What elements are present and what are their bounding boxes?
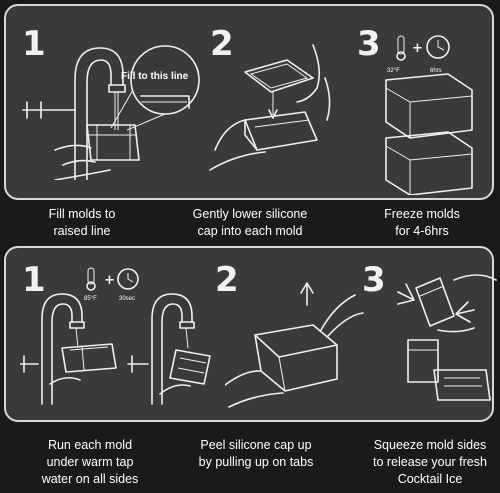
thermometer-icon [396, 35, 406, 61]
clock-icon [117, 268, 139, 290]
hand-icon [209, 44, 331, 171]
warm-water-illustration: + [20, 264, 220, 414]
lower-cap-illustration [205, 30, 345, 180]
caption-line: Freeze molds [384, 207, 460, 221]
top-step-3-caption: Freeze molds for 4-6hrs [372, 206, 472, 240]
thermometer-icon [86, 267, 96, 291]
caption-line: Fill molds to [48, 207, 116, 221]
caption-line: cap into each mold [197, 224, 303, 238]
bottom-instructions-panel [4, 246, 494, 422]
ice-mold-icon [61, 343, 211, 385]
clock-icon [426, 35, 450, 59]
hand-icon [54, 144, 111, 180]
ice-mold-icon [244, 59, 318, 151]
bottom-step-2-caption: Peel silicone cap up by pulling up on ta… [186, 437, 326, 471]
bottom-step-1-number: 1 [22, 260, 46, 300]
faucet-icon [41, 293, 195, 405]
faucet-icon [22, 47, 126, 180]
freeze-illustration: + [368, 30, 488, 195]
arrow-up-icon [300, 282, 314, 306]
bottom-step-3-caption: Squeeze mold sides to release your fresh… [360, 437, 500, 488]
bottom-temp-label: 85°F [84, 296, 97, 302]
caption-line: Gently lower silicone [192, 207, 308, 221]
caption-line: by pulling up on tabs [198, 455, 314, 469]
top-temp-label: 32°F [387, 68, 400, 74]
bottom-step-1-caption: Run each mold under warm tap water on al… [40, 437, 140, 488]
caption-line: for 4-6hrs [395, 224, 449, 238]
top-time-label: 6hrs [430, 68, 442, 74]
top-step-1-number: 1 [22, 24, 46, 64]
svg-text:+: + [104, 273, 115, 288]
ice-mold-icon [254, 324, 338, 392]
top-step-2-number: 2 [210, 24, 234, 64]
caption-line: to release your fresh [373, 455, 487, 469]
top-step-2-caption: Gently lower silicone cap into each mold [180, 206, 320, 240]
bottom-step-2-number: 2 [215, 260, 239, 300]
caption-line: Squeeze mold sides [373, 438, 487, 452]
ice-mold-icon [407, 277, 491, 401]
ice-mold-icon [385, 73, 473, 195]
peel-cap-illustration [225, 275, 365, 415]
fill-line-callout: Fill to this line [121, 71, 189, 82]
faucet-fill-illustration [15, 30, 200, 180]
caption-line: raised line [53, 224, 111, 238]
bottom-step-3-number: 3 [362, 260, 386, 300]
caption-line: Peel silicone cap up [200, 438, 312, 452]
top-step-3-number: 3 [357, 24, 381, 64]
caption-line: Run each mold [47, 438, 133, 452]
caption-line: under warm tap [46, 455, 134, 469]
bottom-time-label: 30sec [119, 296, 136, 302]
svg-text:+: + [412, 41, 423, 56]
hand-icon [225, 294, 364, 408]
ice-mold-icon [86, 124, 140, 161]
squeeze-release-illustration [378, 270, 498, 420]
caption-line: Cocktail Ice [397, 472, 463, 486]
top-step-1-caption: Fill molds to raised line [42, 206, 122, 240]
hand-icon [20, 355, 191, 395]
hand-icon [397, 274, 497, 333]
caption-line: water on all sides [41, 472, 139, 486]
